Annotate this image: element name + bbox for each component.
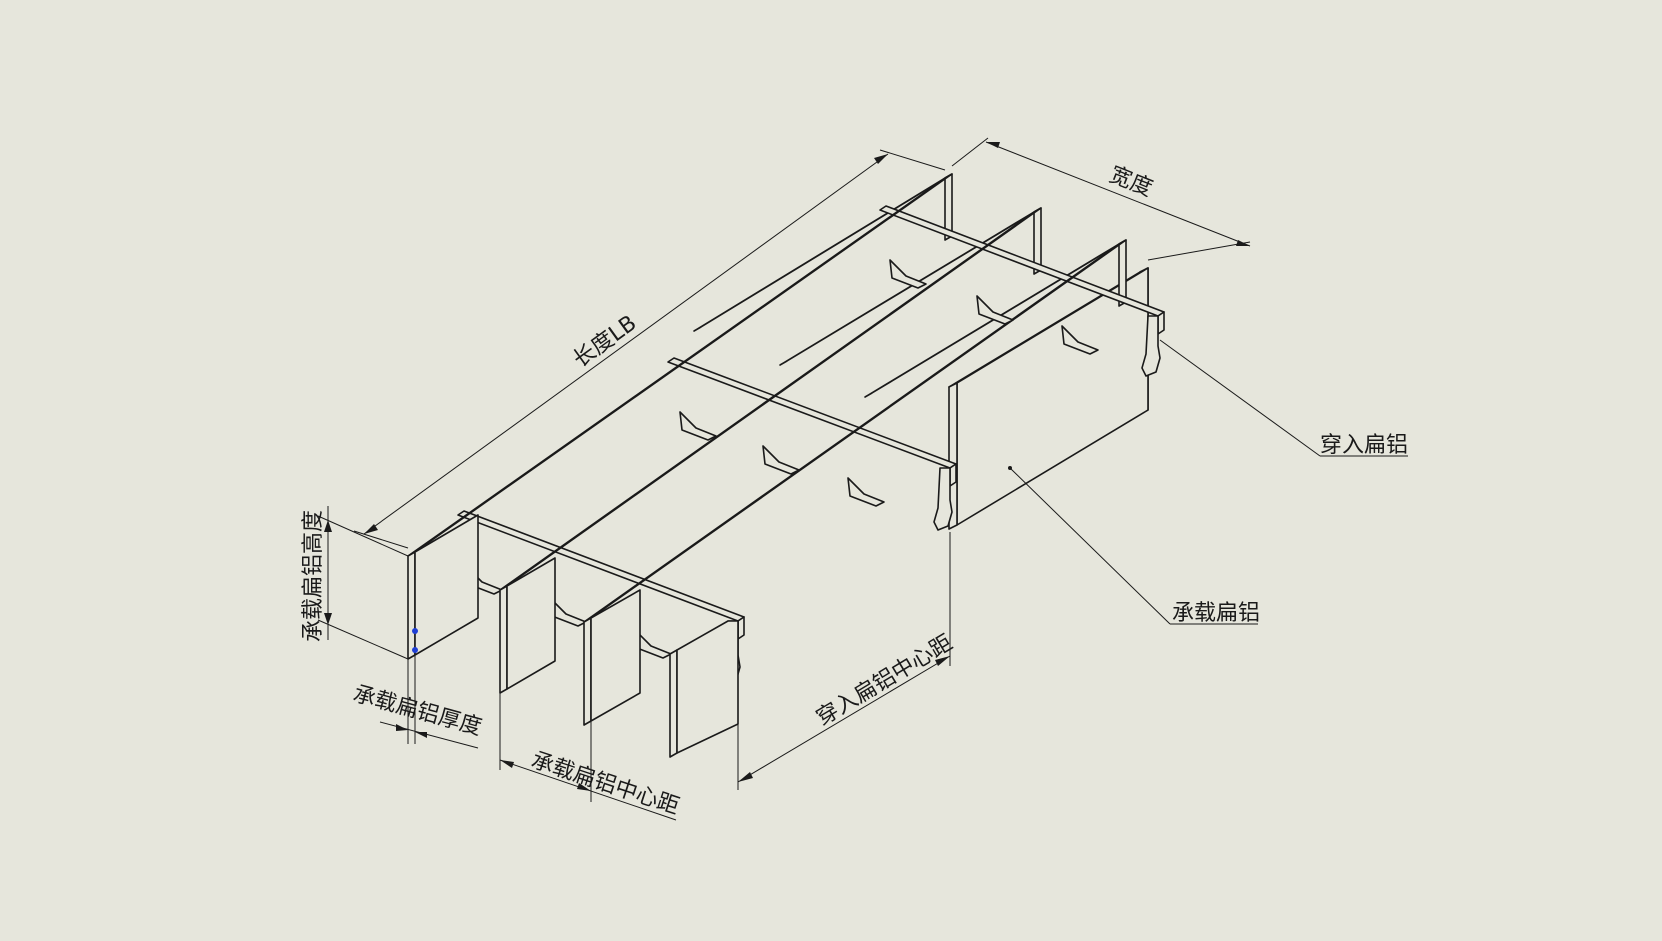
bearing-bar-label: 承载扁铝: [1172, 601, 1260, 626]
cross-pitch-label: 穿入扁铝中心距: [812, 630, 957, 731]
bearing-bar-top-edges: [407, 173, 1127, 623]
width-dimension: 宽度: [951, 137, 1251, 261]
height-dimension: 承载扁铝高度: [301, 506, 409, 660]
bearing-bar-2: [779, 207, 1042, 366]
bearing-bar-fronts: [407, 514, 739, 758]
cross-bar-label: 穿入扁铝: [1320, 433, 1408, 458]
cross-bar-middle: [667, 357, 957, 531]
thickness-dimension: 承载扁铝厚度: [350, 655, 484, 749]
bearing-bar-4: [948, 267, 1149, 530]
cross-bar-callout: 穿入扁铝: [1159, 339, 1408, 458]
sketch-point: [412, 628, 418, 634]
bearing-bar-callout: 承载扁铝: [1008, 466, 1260, 626]
bearing-bar-1: [693, 173, 953, 332]
cross-bar-back: [879, 205, 1165, 377]
height-label: 承载扁铝高度: [301, 510, 326, 642]
length-label: 长度LB: [569, 311, 641, 373]
sketch-point: [412, 647, 418, 653]
width-label: 宽度: [1106, 162, 1156, 201]
cross-pitch-dimension: 穿入扁铝中心距: [737, 532, 957, 790]
bearing-pitch-label: 承载扁铝中心距: [528, 748, 682, 820]
